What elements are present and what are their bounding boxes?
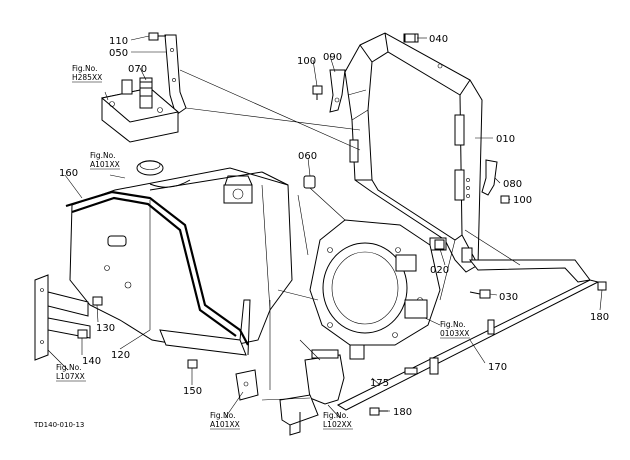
elbow-fitting-070 [139, 77, 153, 97]
svg-text:Fig.No.: Fig.No. [90, 151, 115, 160]
svg-text:A101XX: A101XX [90, 160, 120, 169]
callout-140: 140 [82, 356, 101, 367]
callout-070: 070 [128, 64, 147, 75]
svg-text:L107XX: L107XX [56, 372, 85, 381]
bolt-180-right [597, 281, 607, 291]
bolt-150 [187, 359, 198, 369]
bolt-020 [434, 239, 445, 250]
callout-010: 010 [496, 134, 515, 145]
svg-text:Fig.No.: Fig.No. [72, 64, 97, 73]
figref-h285xx: Fig.No. H285XX [72, 64, 102, 83]
bushing-060 [303, 175, 316, 189]
callout-180-bottom: 180 [393, 407, 412, 418]
callout-050: 050 [109, 48, 128, 59]
callout-030: 030 [499, 292, 518, 303]
callout-130: 130 [96, 323, 115, 334]
bolt-110 [148, 32, 166, 41]
fuel-tank [65, 160, 293, 351]
bracket-150-plate [235, 369, 259, 401]
figref-l102xx: Fig.No. L102XX [323, 411, 353, 430]
bracket-rear-right [468, 259, 591, 283]
bracket-assembly-left [100, 79, 180, 143]
callout-175: 175 [370, 378, 389, 389]
callout-150: 150 [183, 386, 202, 397]
callout-170: 170 [488, 362, 507, 373]
callout-090: 090 [323, 52, 342, 63]
callout-120: 120 [111, 350, 130, 361]
callout-leaders [47, 35, 603, 419]
figref-a101xx-top: Fig.No. A101XX [90, 151, 120, 170]
figref-a101xx-bottom: Fig.No. A101XX [210, 411, 240, 430]
callout-100-upper: 100 [297, 56, 316, 67]
bolt-100-right [500, 195, 510, 204]
svg-text:Fig.No.: Fig.No. [440, 320, 465, 329]
callout-180-right: 180 [590, 312, 609, 323]
bolt-100-upper [312, 85, 323, 100]
bolt-030 [469, 289, 491, 299]
callout-060: 060 [298, 151, 317, 162]
callout-100-right: 100 [513, 195, 532, 206]
bracket-lower-center [279, 394, 319, 436]
callout-110: 110 [109, 36, 128, 47]
bracket-090 [329, 69, 346, 113]
assembly-lines [179, 69, 521, 401]
callout-040: 040 [429, 34, 448, 45]
svg-text:H285XX: H285XX [72, 73, 102, 82]
tank-bracket-120 [159, 299, 251, 356]
stay-170 [336, 279, 600, 411]
figref-l107xx: Fig.No. L107XX [56, 363, 86, 382]
bolt-040 [404, 33, 416, 43]
support-plate-left [34, 274, 91, 361]
callout-080: 080 [503, 179, 522, 190]
bolt-180-bottom [369, 407, 388, 416]
svg-text:Fig.No.: Fig.No. [323, 411, 348, 420]
bolt-140 [77, 329, 88, 339]
bracket-080 [481, 159, 498, 196]
svg-text:A101XX: A101XX [210, 420, 240, 429]
callout-160: 160 [59, 168, 78, 179]
svg-text:Fig.No.: Fig.No. [210, 411, 235, 420]
svg-text:L102XX: L102XX [323, 420, 352, 429]
drawing-reference: TD140-010-13 [33, 421, 84, 429]
svg-text:0103XX: 0103XX [440, 329, 469, 338]
flywheel-housing [309, 219, 441, 360]
bolt-130 [92, 296, 103, 306]
callout-020: 020 [430, 265, 449, 276]
svg-text:Fig.No.: Fig.No. [56, 363, 81, 372]
figref-0103xx: Fig.No. 0103XX [440, 320, 470, 339]
